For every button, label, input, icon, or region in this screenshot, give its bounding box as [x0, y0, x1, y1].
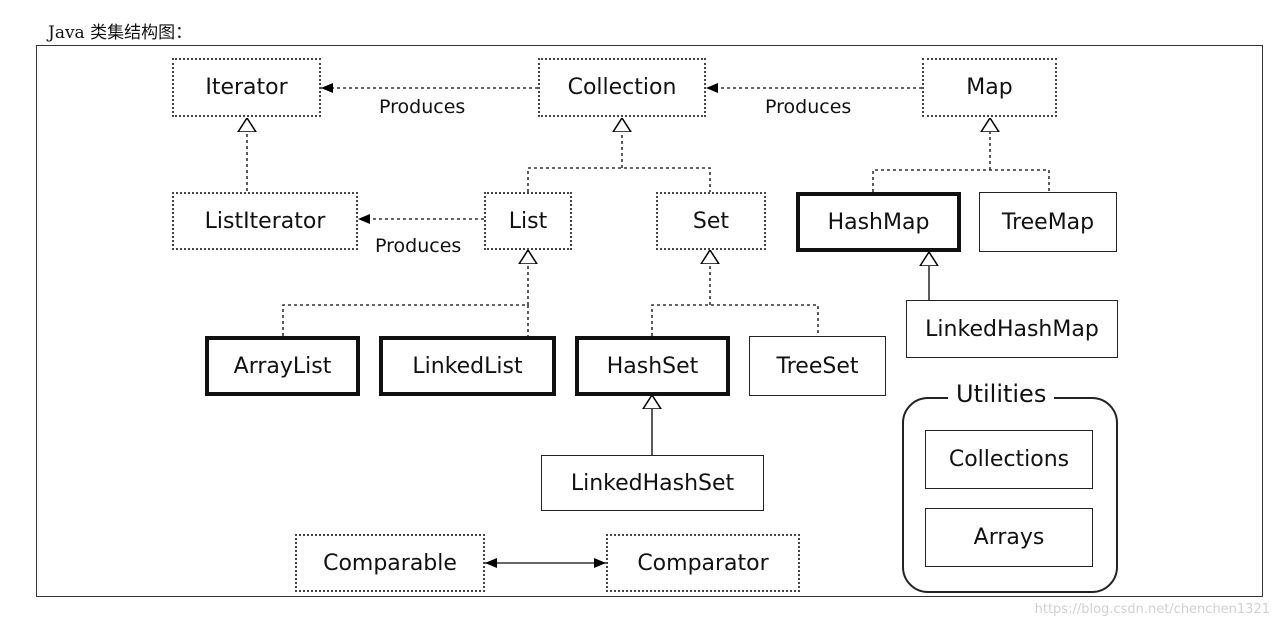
collection-node: Collection — [538, 58, 706, 117]
iterator-node: Iterator — [172, 58, 321, 117]
list-node: List — [484, 192, 572, 250]
arrays-node: Arrays — [925, 508, 1093, 567]
collections-node: Collections — [925, 430, 1093, 489]
diagram-frame — [36, 45, 1263, 597]
hashset-node: HashSet — [575, 336, 730, 396]
treeset-node: TreeSet — [749, 336, 886, 396]
utilities-title: Utilities — [948, 380, 1055, 408]
linkedhashset-node: LinkedHashSet — [541, 455, 764, 511]
produces-label: Produces — [375, 235, 462, 257]
watermark: https://blog.csdn.net/chenchen1321 — [1034, 602, 1270, 617]
sets-to-set-line — [651, 250, 819, 336]
lists-to-list-line — [282, 250, 528, 336]
produces-label: Produces — [379, 96, 466, 118]
comparable-node: Comparable — [295, 534, 485, 592]
map-node: Map — [922, 58, 1057, 117]
hashmap-node: HashMap — [796, 192, 961, 252]
page-heading: Java 类集结构图： — [48, 23, 193, 43]
linkedlist-node: LinkedList — [379, 336, 556, 396]
treemap-node: TreeMap — [979, 192, 1117, 252]
comparator-node: Comparator — [606, 534, 800, 592]
list-set-to-collection-line — [527, 118, 711, 192]
set-node: Set — [656, 192, 766, 250]
arraylist-node: ArrayList — [205, 336, 360, 396]
listiterator-node: ListIterator — [172, 192, 358, 250]
produces-label: Produces — [765, 96, 852, 118]
linkedhashmap-node: LinkedHashMap — [906, 300, 1118, 358]
maps-to-map-line — [872, 118, 1050, 192]
